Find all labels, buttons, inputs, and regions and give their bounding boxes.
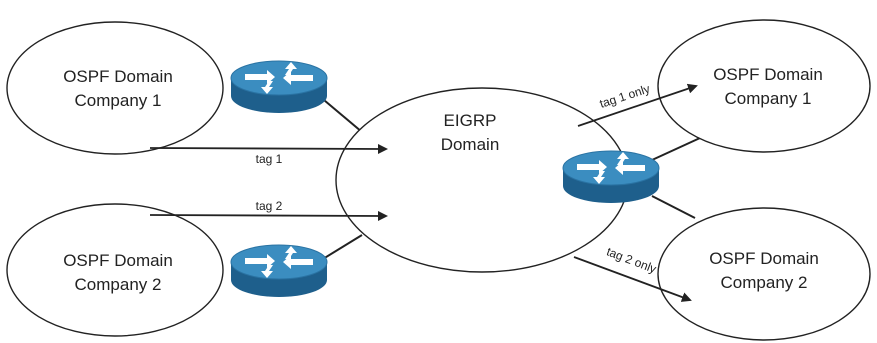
right-bottom-line2: Company 2 <box>721 273 808 292</box>
router-icon <box>230 60 328 114</box>
tag1-arrow <box>149 143 388 154</box>
left-bottom-line1: OSPF Domain <box>63 251 173 270</box>
right-top-line1: OSPF Domain <box>713 65 823 84</box>
router-icon <box>230 244 328 298</box>
link-router-left-top-to-eigrp <box>317 94 363 133</box>
eigrp-line2: Domain <box>441 135 500 154</box>
left-top-line1: OSPF Domain <box>63 67 173 86</box>
right-bottom-line1: OSPF Domain <box>709 249 819 268</box>
right-top-line2: Company 1 <box>725 89 812 108</box>
tag2-label: tag 2 <box>256 199 283 213</box>
tag2-arrow <box>149 210 388 221</box>
link-router-right-to-right-bottom <box>651 195 696 219</box>
ospf-domain-company2-right <box>657 207 871 341</box>
tag1-label: tag 1 <box>256 152 283 166</box>
link-router-right-to-right-top <box>651 137 701 161</box>
eigrp-line1: EIGRP <box>444 111 497 130</box>
router-icon <box>562 150 660 204</box>
ospf-domain-company2-left <box>6 203 224 337</box>
tag1-only-label: tag 1 only <box>598 81 652 110</box>
ospf-domain-company1-left <box>6 21 224 155</box>
tag2-only-arrow <box>573 256 692 302</box>
left-bottom-line2: Company 2 <box>75 275 162 294</box>
tag1-only-arrow <box>577 83 698 127</box>
ospf-domain-company1-right <box>657 19 871 153</box>
left-top-line2: Company 1 <box>75 91 162 110</box>
